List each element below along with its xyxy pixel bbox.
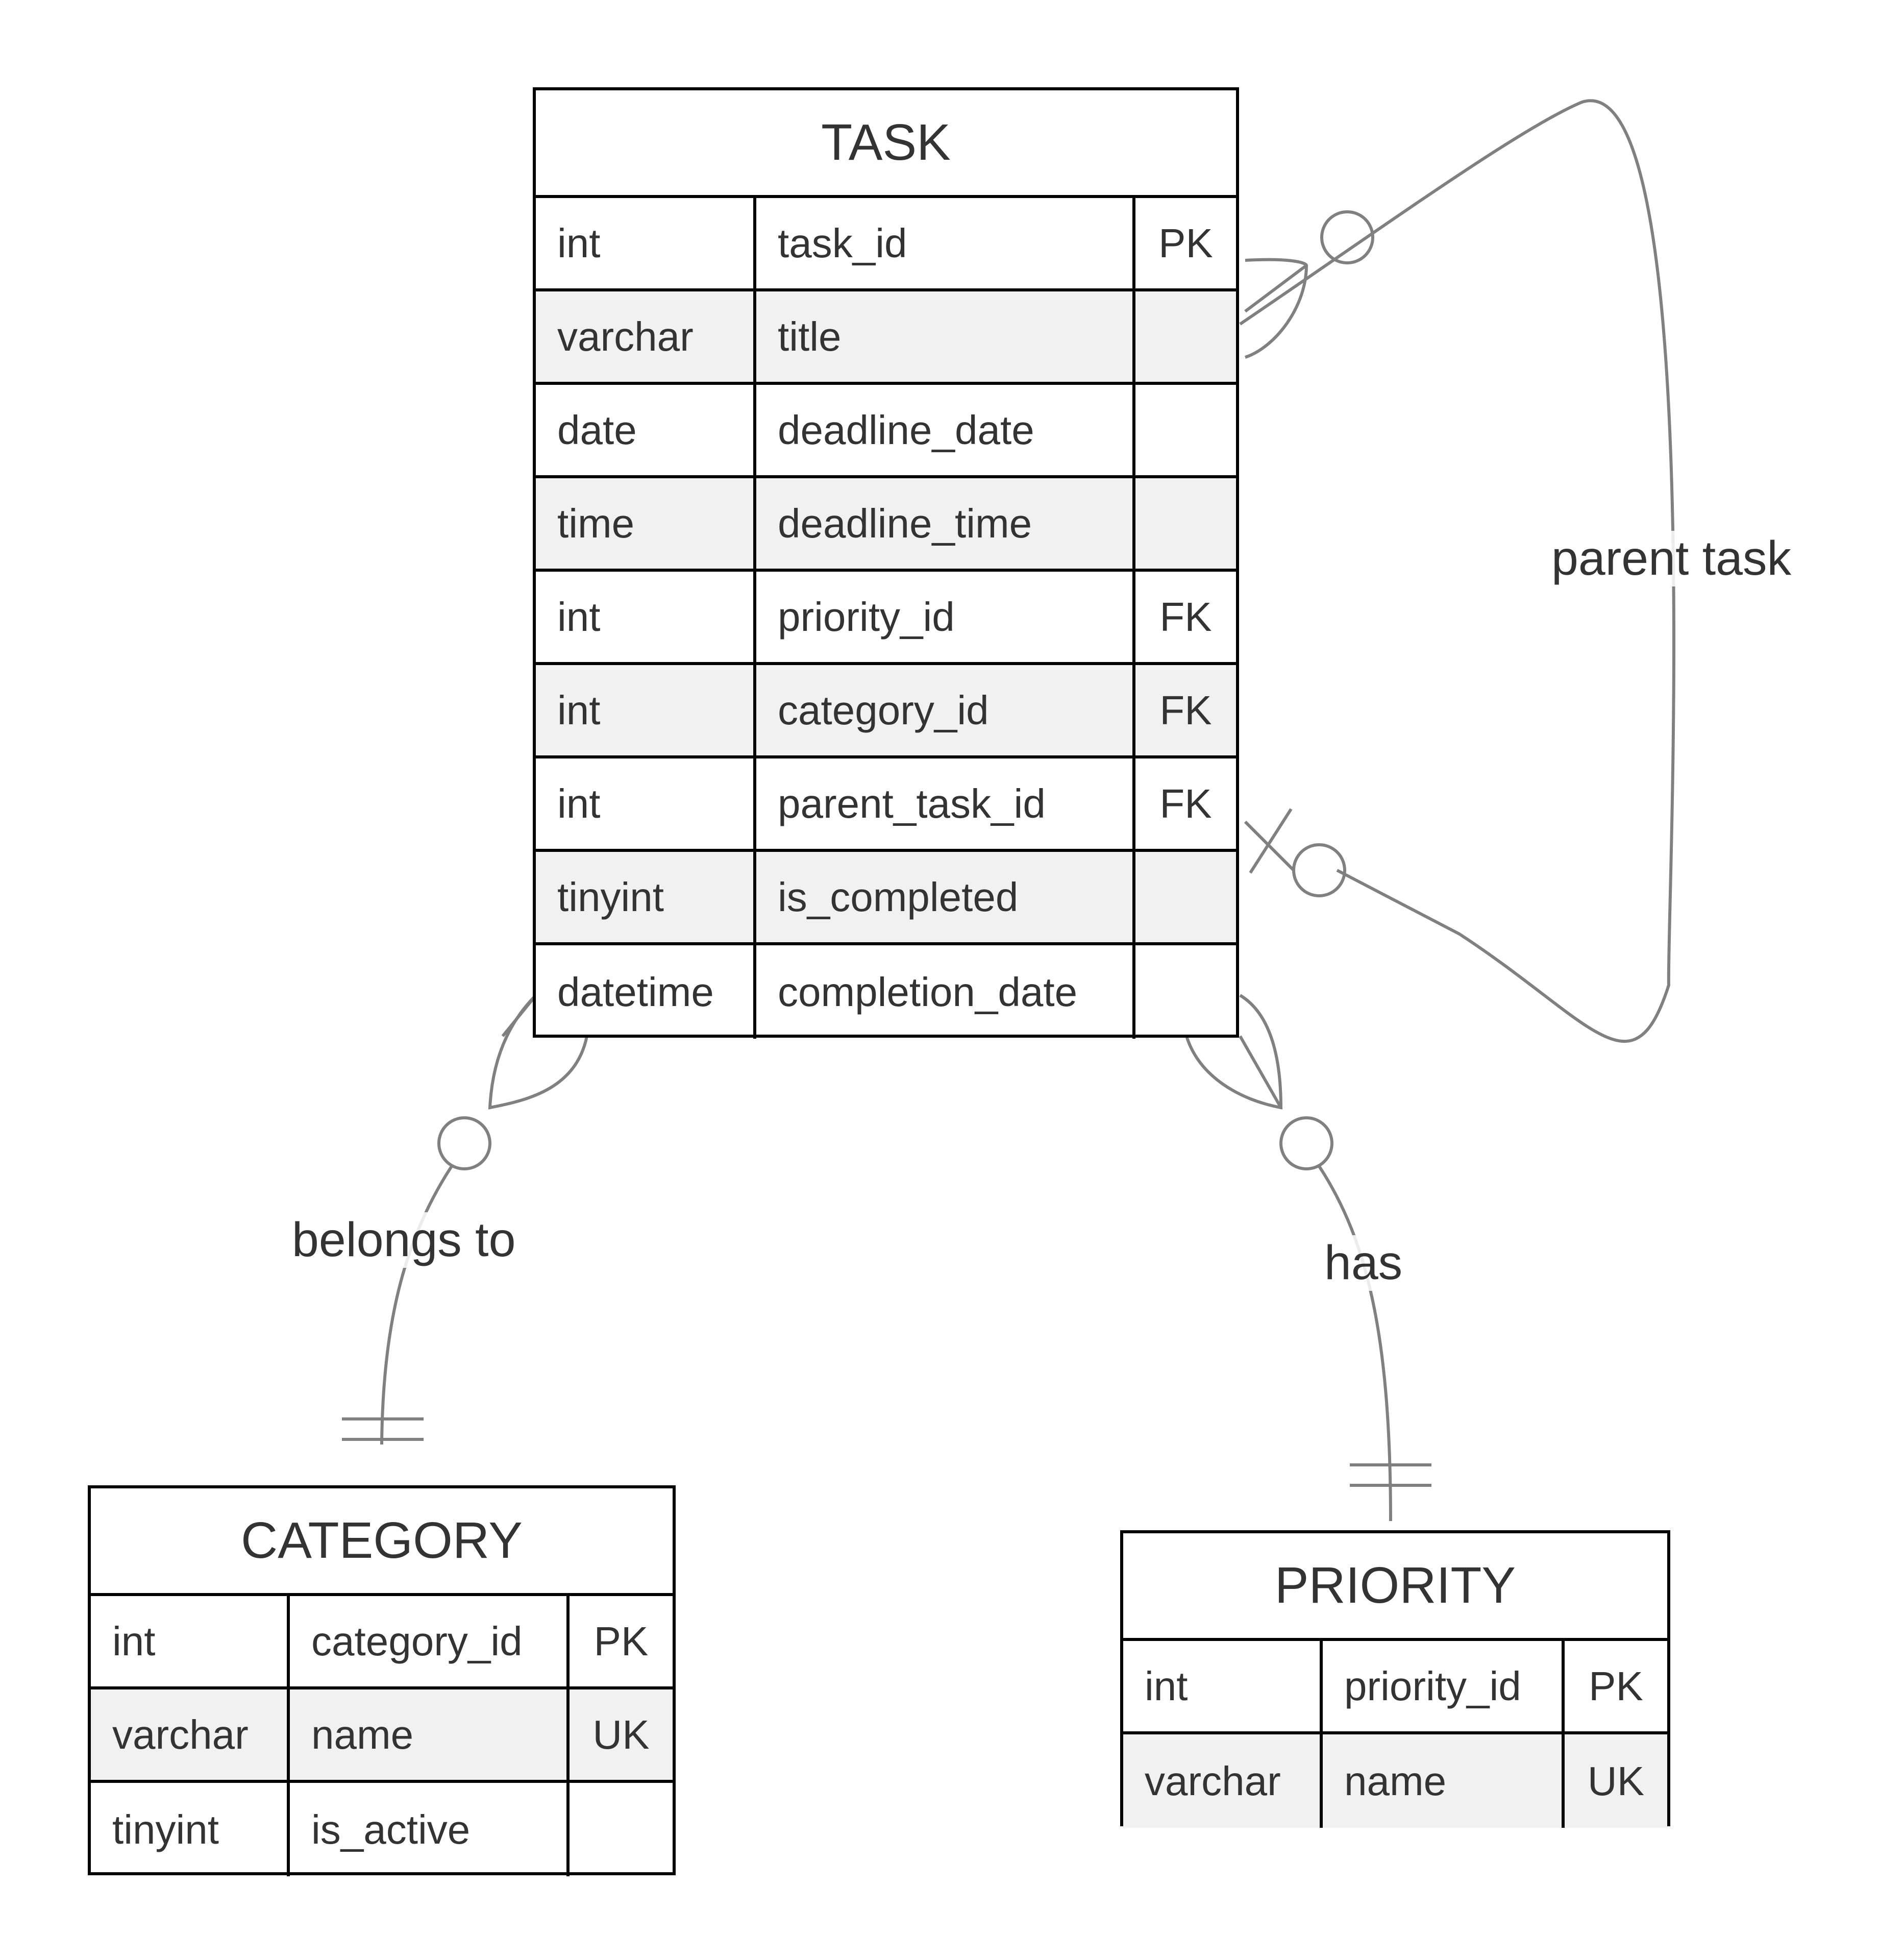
column-key: PK — [594, 1618, 649, 1664]
column-type: tinyint — [536, 852, 756, 942]
table-row: int priority_id FK — [536, 572, 1236, 665]
entity-task-title: TASK — [536, 90, 1236, 198]
entity-task-rows: int task_id PK varchar title date deadli… — [536, 198, 1236, 1039]
table-row: varchar title — [536, 291, 1236, 385]
column-type: tinyint — [91, 1783, 290, 1876]
column-name: category_id — [756, 665, 1135, 755]
column-type: int — [536, 198, 756, 288]
column-key — [1135, 478, 1236, 569]
column-key: FK — [1159, 594, 1212, 640]
column-name: name — [1323, 1734, 1565, 1828]
column-key — [1135, 852, 1236, 942]
entity-category: CATEGORY int category_id PK varchar name… — [88, 1485, 676, 1876]
column-name: deadline_date — [756, 385, 1135, 475]
column-key: FK — [1159, 687, 1212, 733]
column-key: UK — [1587, 1758, 1645, 1804]
entity-task: TASK int task_id PK varchar title date d… — [533, 87, 1239, 1039]
relationship-label-has: has — [1324, 1235, 1403, 1291]
table-row: int category_id PK — [91, 1596, 673, 1689]
column-type: int — [536, 665, 756, 755]
column-key — [1135, 385, 1236, 475]
edge-parent-task — [1239, 99, 1676, 1043]
column-key: UK — [592, 1711, 650, 1757]
edge-has — [1185, 994, 1431, 1522]
column-type: time — [536, 478, 756, 569]
relationship-label-belongs-to: belongs to — [292, 1212, 516, 1268]
entity-category-title: CATEGORY — [91, 1488, 673, 1596]
column-name: deadline_time — [756, 478, 1135, 569]
table-row: int category_id FK — [536, 665, 1236, 758]
entity-category-rows: int category_id PK varchar name UK tinyi… — [91, 1596, 673, 1876]
column-name: name — [290, 1689, 570, 1780]
table-row: tinyint is_active — [91, 1783, 673, 1876]
column-key — [1135, 291, 1236, 382]
table-row: datetime completion_date — [536, 945, 1236, 1039]
column-type: int — [536, 758, 756, 849]
entity-priority-title: PRIORITY — [1123, 1533, 1667, 1641]
table-row: time deadline_time — [536, 478, 1236, 572]
entity-priority: PRIORITY int priority_id PK varchar name… — [1120, 1530, 1670, 1828]
column-name: completion_date — [756, 945, 1135, 1039]
column-type: date — [536, 385, 756, 475]
column-key: PK — [1589, 1663, 1643, 1709]
entity-priority-rows: int priority_id PK varchar name UK — [1123, 1641, 1667, 1828]
table-row: int parent_task_id FK — [536, 758, 1236, 852]
table-row: int priority_id PK — [1123, 1641, 1667, 1734]
column-key — [1135, 945, 1236, 1039]
table-row: tinyint is_completed — [536, 852, 1236, 945]
column-name: parent_task_id — [756, 758, 1135, 849]
column-type: int — [1123, 1641, 1323, 1731]
column-name: is_completed — [756, 852, 1135, 942]
column-key — [570, 1783, 673, 1876]
column-name: is_active — [290, 1783, 570, 1876]
column-key: FK — [1159, 780, 1212, 826]
column-name: category_id — [290, 1596, 570, 1686]
column-name: priority_id — [756, 572, 1135, 662]
table-row: varchar name UK — [1123, 1734, 1667, 1828]
relationship-label-parent-task: parent task — [1551, 531, 1791, 586]
table-row: int task_id PK — [536, 198, 1236, 291]
table-row: varchar name UK — [91, 1689, 673, 1783]
column-name: title — [756, 291, 1135, 382]
column-type: datetime — [536, 945, 756, 1039]
column-type: varchar — [91, 1689, 290, 1780]
table-row: date deadline_date — [536, 385, 1236, 478]
column-name: task_id — [756, 198, 1135, 288]
column-type: varchar — [536, 291, 756, 382]
column-key: PK — [1158, 220, 1213, 266]
column-type: int — [91, 1596, 290, 1686]
column-type: int — [536, 572, 756, 662]
column-type: varchar — [1123, 1734, 1323, 1828]
edge-belongs-to — [342, 994, 588, 1445]
column-name: priority_id — [1323, 1641, 1565, 1731]
